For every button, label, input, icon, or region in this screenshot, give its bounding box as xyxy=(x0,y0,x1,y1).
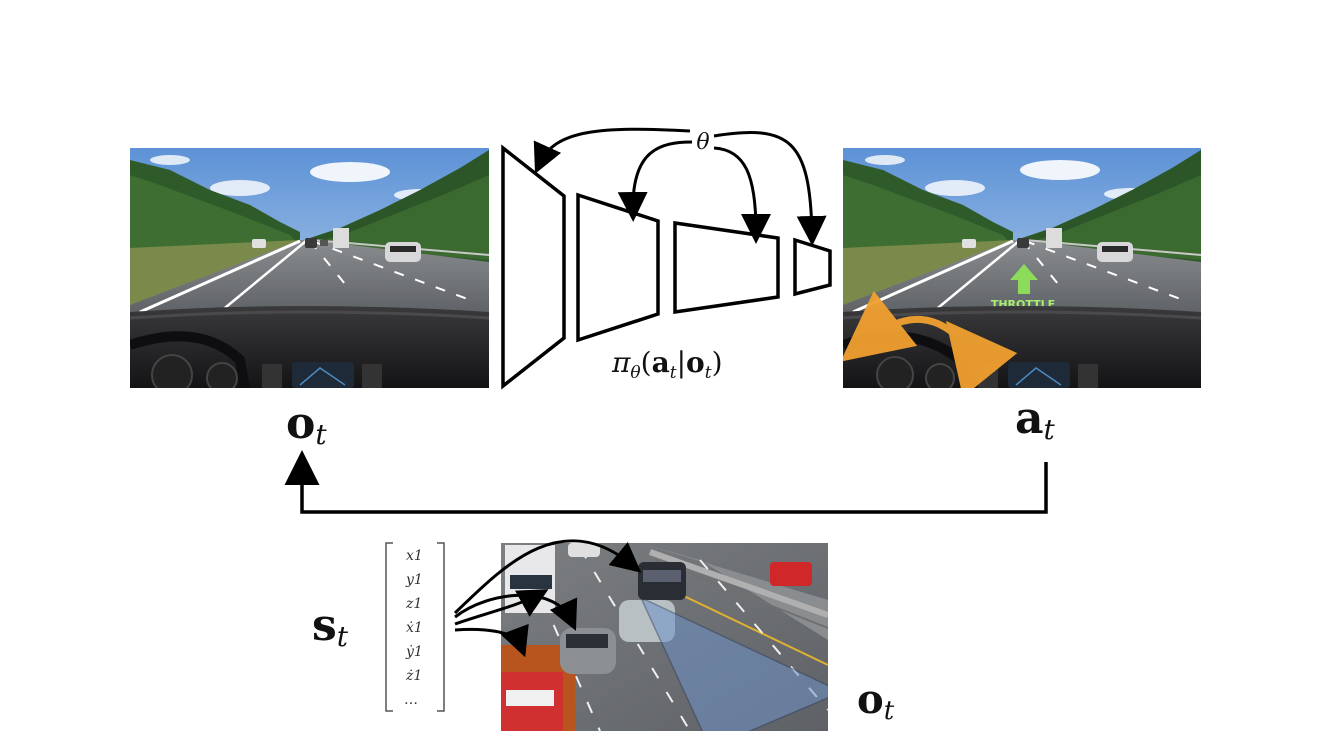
state-vector-xdot1: ẋ1 xyxy=(406,620,423,636)
network-layer-3 xyxy=(673,220,780,315)
state-vector-bracket xyxy=(385,542,445,712)
steering-arrow-icon xyxy=(843,290,1018,388)
observation-image xyxy=(130,148,489,388)
state-image xyxy=(501,543,828,731)
policy-label: πθ(at|ot) xyxy=(611,346,723,383)
feedback-arrow xyxy=(284,450,1048,514)
state-vector-x1: x1 xyxy=(406,548,423,564)
state-vector-z1: z1 xyxy=(406,596,423,612)
state-label: st xyxy=(312,600,349,653)
action-image: THROTTLE xyxy=(843,148,1201,388)
observation-label: ot xyxy=(286,398,327,451)
state-vector-ellipsis: … xyxy=(404,692,418,708)
theta-arrows xyxy=(533,127,827,246)
theta-label: θ xyxy=(696,130,709,155)
throttle-arrow-icon xyxy=(1010,264,1038,294)
state-vector-y1: y1 xyxy=(406,572,423,588)
network-layer-4 xyxy=(793,237,832,297)
state-vector-zdot1: ż1 xyxy=(406,668,423,684)
state-arrows xyxy=(453,539,642,658)
action-label: at xyxy=(1015,393,1056,446)
network-layer-1 xyxy=(501,144,566,390)
observation-label-bottom: ot xyxy=(857,676,895,726)
network-layer-2 xyxy=(576,192,660,343)
state-vector-ydot1: ẏ1 xyxy=(406,644,423,660)
